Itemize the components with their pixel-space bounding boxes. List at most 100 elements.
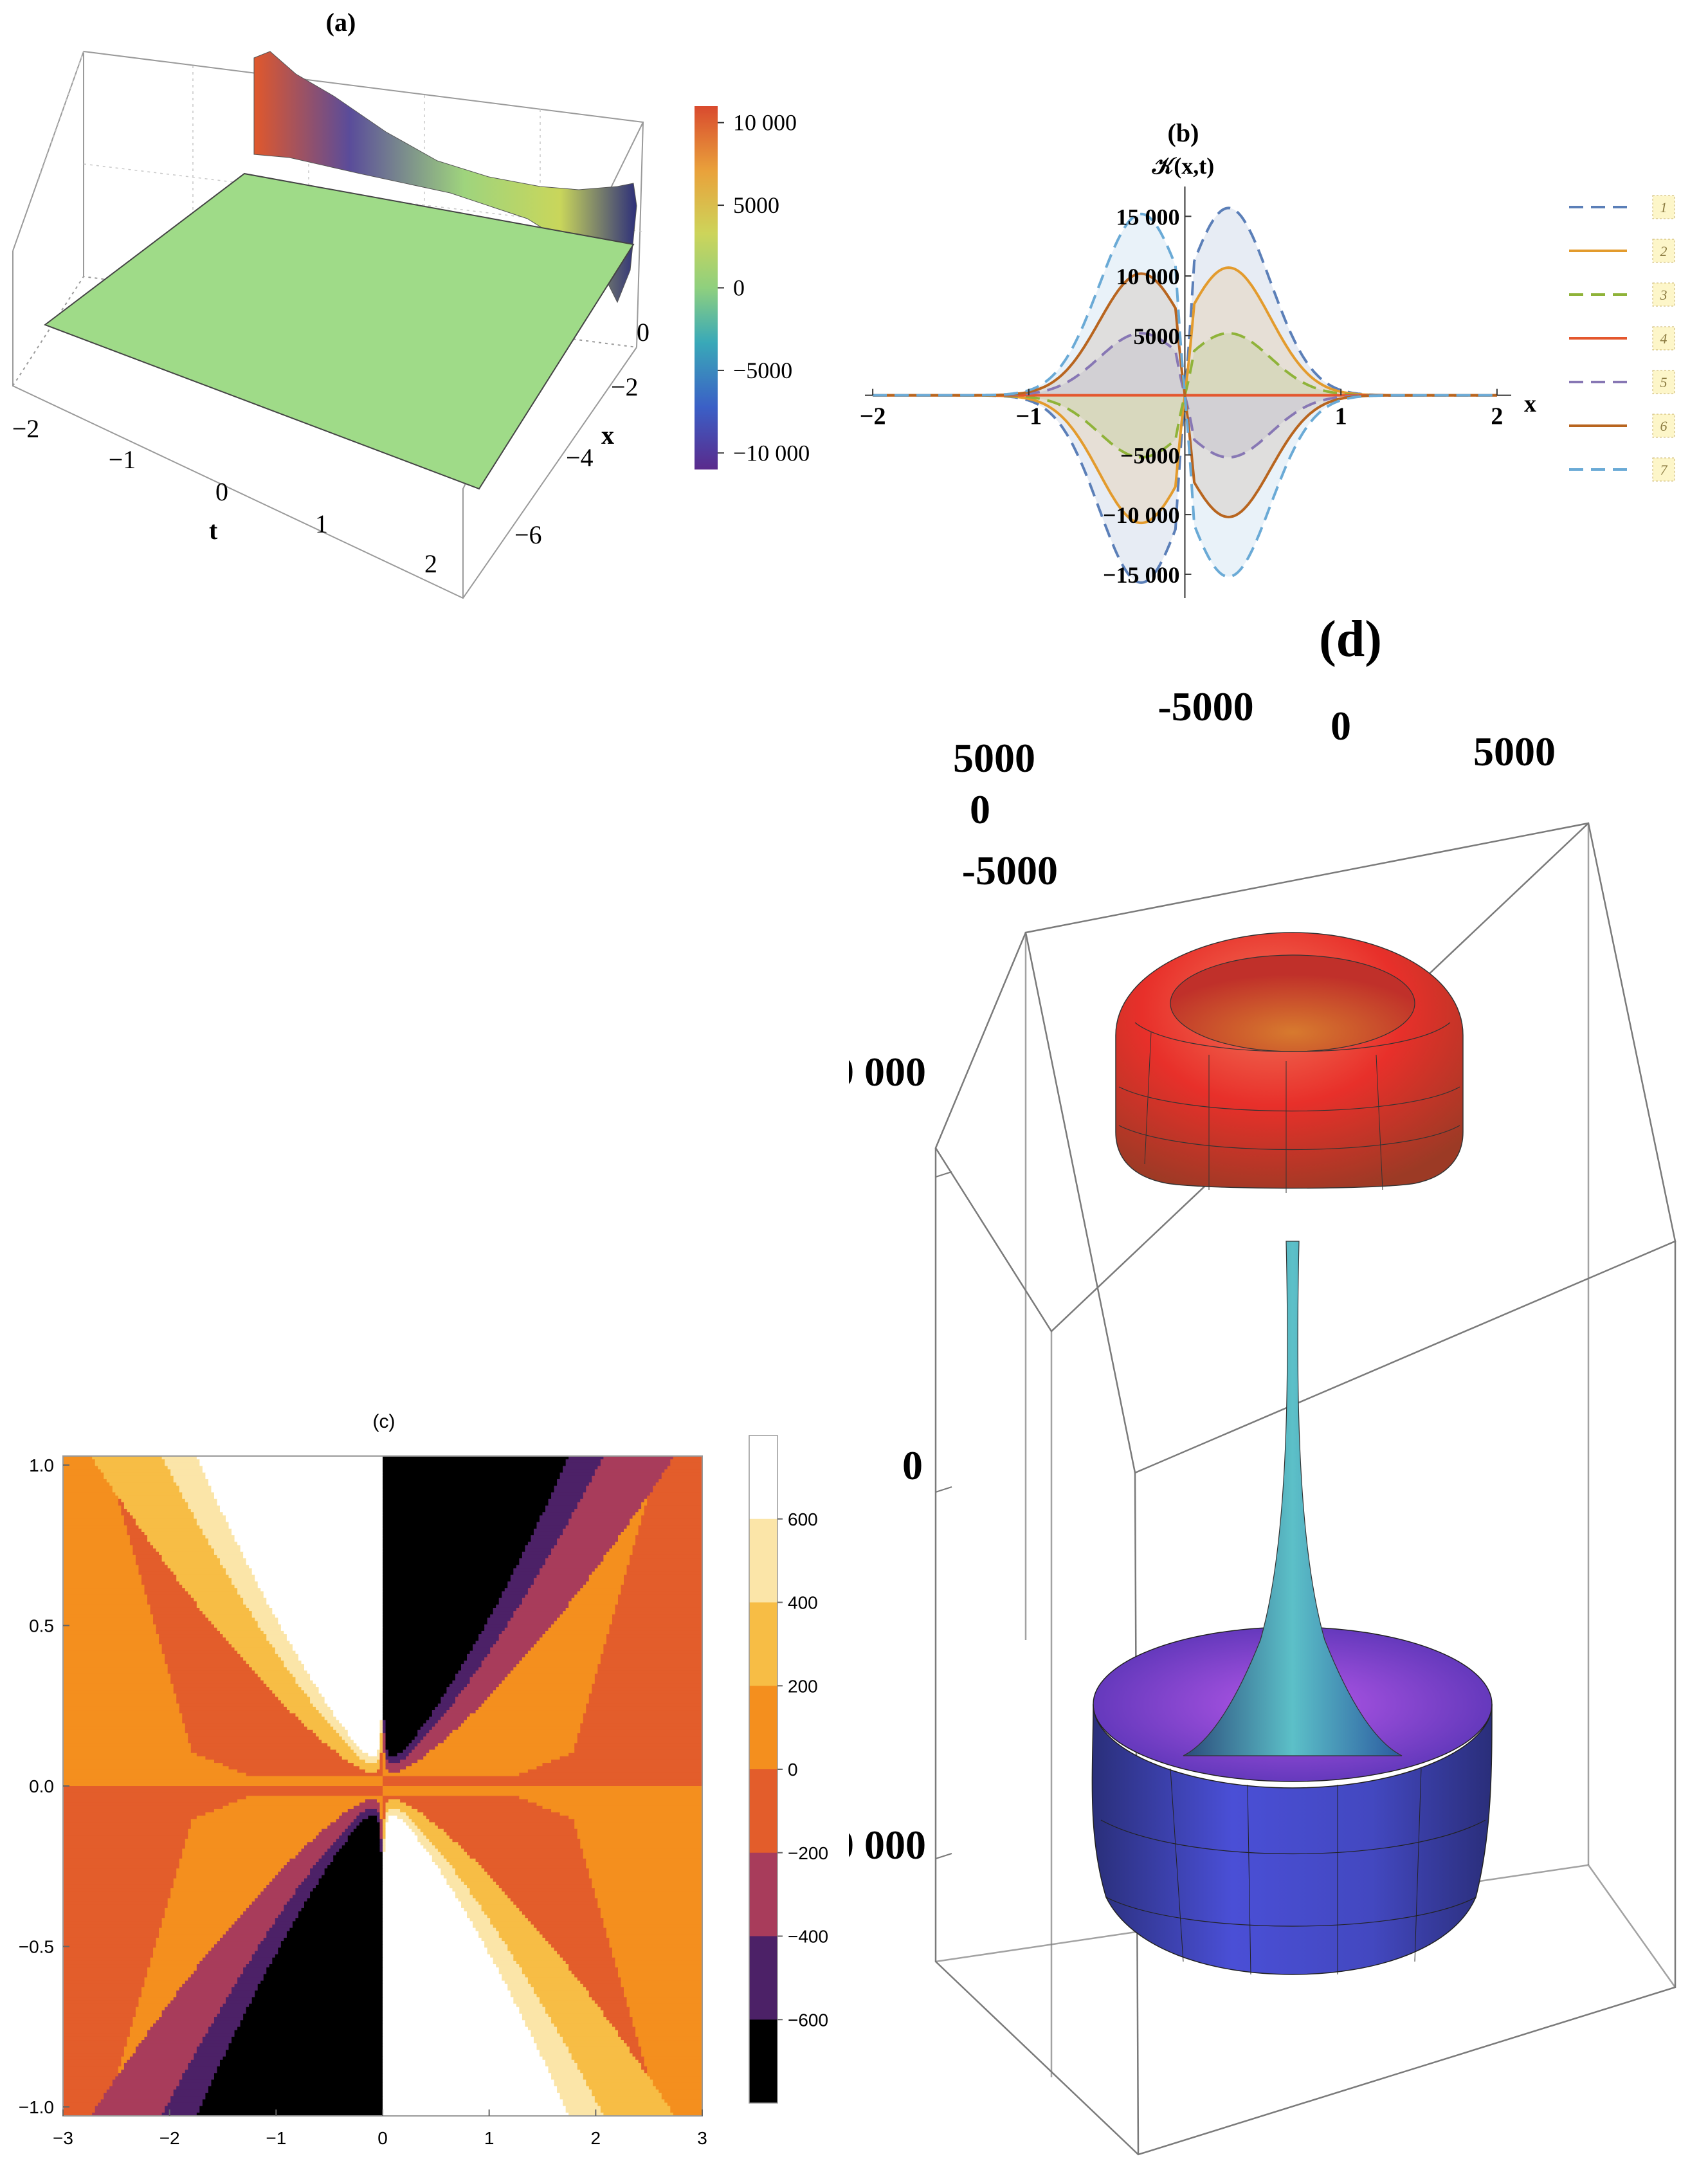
contour-cell	[383, 1941, 485, 1945]
contour-cell	[467, 1654, 487, 1658]
contour-cell	[597, 1902, 702, 1906]
colorbar-band-c	[749, 1769, 777, 1853]
contour-cell	[354, 1750, 363, 1754]
contour-cell	[656, 1482, 703, 1486]
colorbar-label-c: −200	[788, 1843, 828, 1863]
contour-cell	[478, 1931, 499, 1935]
contour-cell	[502, 1594, 525, 1598]
contour-cell	[435, 1845, 461, 1849]
contour-cell	[342, 1724, 380, 1727]
contour-cell	[63, 1769, 238, 1773]
contour-cell	[580, 1588, 621, 1592]
contour-cell	[235, 1984, 259, 1988]
contour-cell	[554, 2080, 586, 2084]
contour-cell	[132, 2054, 194, 2057]
colorbar-label-c: −400	[788, 1927, 828, 1947]
contour-cell	[252, 1958, 273, 1962]
contour-cell	[153, 1947, 212, 1951]
contour-cell	[383, 1924, 473, 1928]
contour-cell	[383, 2017, 522, 2021]
contour-cell	[536, 1575, 589, 1579]
contour-cell	[63, 2080, 113, 2084]
contour-cell	[185, 1588, 238, 1592]
contour-cell	[528, 1799, 703, 1803]
contour-cell	[516, 1905, 598, 1909]
contour-cell	[670, 1462, 702, 1466]
contour-cell	[252, 1667, 287, 1671]
contour-cell	[639, 1529, 703, 1533]
contour-cell	[63, 2034, 131, 2037]
contour-cell	[185, 1727, 307, 1731]
contour-cell	[554, 1489, 586, 1493]
contour-cell	[513, 1958, 563, 1962]
contour-cell	[63, 1855, 183, 1859]
contour-cell	[383, 2109, 566, 2113]
contour-cell	[379, 1848, 383, 1852]
contour-cell	[379, 1720, 383, 1724]
contour-cell	[484, 1625, 508, 1628]
contour-cell	[379, 1826, 383, 1830]
contour-cell	[217, 1941, 260, 1945]
contour-cell	[383, 1462, 566, 1466]
contour-cell	[63, 1644, 162, 1648]
contour-cell	[383, 1617, 487, 1621]
contour-cell	[647, 2070, 702, 2073]
contour-cell	[470, 1677, 505, 1681]
contour-cell	[235, 2030, 383, 2034]
contour-cell	[156, 1631, 221, 1635]
contour-cell	[188, 1591, 237, 1595]
contour-cell	[174, 1690, 273, 1694]
contour-cell	[63, 1631, 156, 1635]
contour-cell	[345, 1740, 354, 1744]
contour-cell	[441, 1697, 455, 1700]
contour-cell	[278, 1947, 383, 1951]
contour-cell	[426, 1753, 569, 1757]
contour-cell	[319, 1687, 383, 1691]
contour-cell	[63, 1674, 171, 1678]
contour-cell	[383, 1677, 456, 1681]
x-tick-label-c: 0	[377, 2128, 388, 2148]
contour-cell	[63, 1882, 174, 1886]
contour-cell	[127, 1532, 145, 1536]
contour-cell	[229, 2043, 383, 2047]
contour-cell	[205, 1812, 342, 1816]
contour-cell	[327, 1865, 383, 1869]
contour-cell	[98, 2102, 168, 2106]
contour-cell	[519, 1796, 702, 1799]
contour-cell	[124, 2054, 133, 2057]
contour-cell	[429, 1819, 575, 1823]
contour-cell	[383, 2076, 552, 2080]
contour-cell	[586, 2080, 653, 2084]
contour-cell	[331, 1724, 343, 1727]
contour-cell	[194, 1512, 223, 1516]
contour-cell	[295, 1891, 310, 1895]
contour-cell	[656, 2086, 703, 2090]
contour-cell	[540, 1637, 607, 1641]
contour-cell	[595, 2096, 662, 2100]
contour-cell	[293, 1644, 383, 1648]
contour-cell	[586, 2083, 653, 2087]
contour-cell	[557, 1951, 612, 1955]
contour-cell	[185, 1724, 305, 1727]
contour-cell	[350, 1822, 359, 1826]
contour-cell	[502, 1631, 545, 1635]
contour-cell	[383, 1518, 540, 1522]
contour-cell	[229, 1526, 383, 1529]
contour-cell	[490, 1614, 514, 1618]
contour-cell	[423, 1812, 560, 1816]
contour-cell	[592, 1885, 702, 1889]
contour-cell	[313, 1704, 328, 1708]
contour-cell	[176, 1990, 232, 1994]
panel-b-title: (b)	[1168, 118, 1199, 147]
contour-cell	[136, 2007, 165, 2011]
contour-cell	[214, 2076, 383, 2080]
contour-cell	[516, 2004, 543, 2008]
contour-cell	[188, 2063, 220, 2067]
top-tick-2: 5000	[1473, 729, 1556, 774]
contour-cell	[423, 1832, 447, 1836]
contour-cell	[214, 1625, 258, 1628]
contour-cell	[377, 1809, 380, 1813]
contour-cell	[63, 1515, 124, 1519]
contour-cell	[624, 1581, 703, 1585]
contour-cell	[205, 1473, 383, 1477]
